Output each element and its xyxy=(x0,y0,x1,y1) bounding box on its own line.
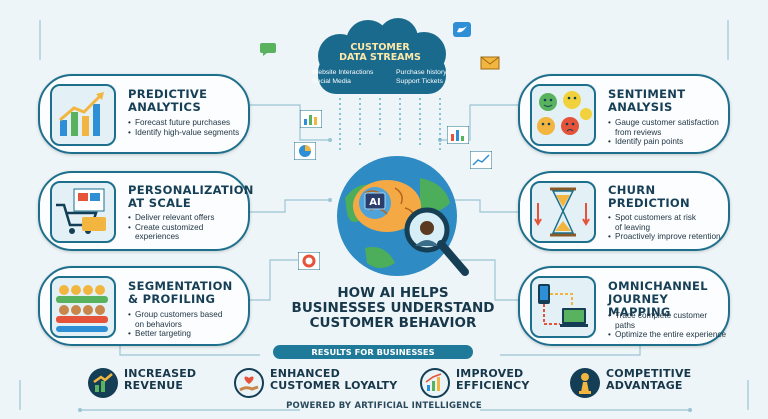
growth-arrow-icon xyxy=(88,368,118,398)
segmentation-title-line2: & PROFILING xyxy=(128,292,216,306)
predictive-title-line1: PREDICTIVE xyxy=(128,87,208,101)
headline-line1: HOW AI HELPS xyxy=(337,285,449,301)
omnichannel-title-line1: OMNICHANNEL xyxy=(608,279,708,293)
segmentation-bullet-1: Group customers based xyxy=(128,310,222,320)
cloud-title-line1: CUSTOMER xyxy=(350,42,410,53)
segmentation-bullet-2: Better targeting xyxy=(128,329,222,339)
shopping-cart-icon xyxy=(50,181,116,243)
main-headline: HOW AI HELPS BUSINESSES UNDERSTAND CUSTO… xyxy=(278,286,508,331)
rising-chart-icon xyxy=(50,84,116,146)
chat-bubble-icon xyxy=(260,43,276,56)
cloud-item-website: Website Interactions xyxy=(312,69,374,76)
churn-title-line2: PREDICTION xyxy=(608,196,690,210)
personalization-bullet-2-cont: experiences xyxy=(135,232,180,242)
cloud-item-purchase: Purchase history xyxy=(396,69,447,76)
card-personalization: PERSONALIZATION AT SCALE Deliver relevan… xyxy=(38,171,253,251)
sentiment-title-line2: ANALYSIS xyxy=(608,100,673,114)
people-groups-icon xyxy=(50,276,116,338)
predictive-bullet-1: Forecast future purchases xyxy=(128,118,239,128)
cloud-item-social: Social Media xyxy=(312,78,351,85)
omnichannel-bullet-2: Optimize the entire experience xyxy=(608,330,728,340)
devices-path-icon xyxy=(530,276,596,338)
customer-data-cloud xyxy=(318,18,446,94)
sentiment-bullet-1-cont: from reviews xyxy=(615,127,662,137)
emoji-faces-icon xyxy=(530,84,596,146)
cloud-item-support: Support Tickets xyxy=(396,78,443,85)
card-churn-prediction: CHURN PREDICTION Spot customers at risk … xyxy=(518,171,730,251)
churn-bullet-1-cont: of leaving xyxy=(615,222,651,232)
personalization-bullet-2: Create customized xyxy=(128,223,214,233)
card-predictive-analytics: PREDICTIVE ANALYTICS Forecast future pur… xyxy=(38,74,250,154)
personalization-title-line1: PERSONALIZATION xyxy=(128,183,254,197)
sentiment-title-line1: SENTIMENT xyxy=(608,87,686,101)
card-omnichannel: OMNICHANNEL JOURNEY MAPPING Trace comple… xyxy=(518,266,730,346)
magnifier-icon xyxy=(404,207,469,276)
result-4-line1: COMPETITIVE xyxy=(606,367,692,380)
headline-line3: CUSTOMER BEHAVIOR xyxy=(309,315,477,331)
cloud-title-line2: DATA STREAMS xyxy=(339,52,421,63)
mini-donut-icon xyxy=(298,252,320,270)
card-sentiment-analysis: SENTIMENT ANALYSIS Gauge customer satisf… xyxy=(518,74,730,154)
churn-bullet-1: Spot customers at risk xyxy=(608,213,721,223)
sentiment-bullet-1: Gauge customer satisfaction xyxy=(608,118,719,128)
segmentation-title-line1: SEGMENTATION xyxy=(128,279,233,293)
hourglass-icon xyxy=(530,181,596,243)
churn-bullet-2: Proactively improve retention xyxy=(608,232,721,242)
segmentation-bullet-1-cont: on behaviors xyxy=(135,319,182,329)
predictive-bullet-2: Identify high-value segments xyxy=(128,128,239,138)
result-3-line2: EFFICIENCY xyxy=(456,379,530,392)
email-icon xyxy=(480,56,500,70)
mini-graph-icon xyxy=(470,151,492,169)
mini-chart-icon xyxy=(300,110,322,128)
result-2-line1: ENHANCED xyxy=(270,367,340,380)
heart-hand-icon xyxy=(234,368,264,398)
result-3-line1: IMPROVED xyxy=(456,367,524,380)
ai-chip-label: AI xyxy=(369,197,380,208)
result-1-line2: REVENUE xyxy=(124,379,184,392)
personalization-bullet-1: Deliver relevant offers xyxy=(128,213,214,223)
bird-icon xyxy=(453,22,471,37)
churn-title-line1: CHURN xyxy=(608,183,656,197)
result-2-line2: CUSTOMER LOYALTY xyxy=(270,379,398,392)
result-4-line2: ADVANTAGE xyxy=(606,379,683,392)
results-banner: RESULTS FOR BUSINESSES xyxy=(273,345,473,359)
result-1-line1: INCREASED xyxy=(124,367,197,380)
sentiment-bullet-2: Identify pain points xyxy=(608,137,719,147)
headline-line2: BUSINESSES UNDERSTAND xyxy=(291,300,495,316)
mini-bars-icon xyxy=(447,126,469,144)
pie-chart-icon xyxy=(294,142,316,160)
chess-pawn-icon xyxy=(570,368,600,398)
card-segmentation: SEGMENTATION & PROFILING Group customers… xyxy=(38,266,250,346)
ai-globe-illustration: AI xyxy=(337,156,469,276)
bar-chart-icon xyxy=(420,368,450,398)
personalization-title-line2: AT SCALE xyxy=(128,196,192,210)
powered-by-footer: POWERED BY ARTIFICIAL INTELLIGENCE xyxy=(286,401,482,411)
omnichannel-bullet-1: Trace complete customer paths xyxy=(608,311,728,330)
predictive-title-line2: ANALYTICS xyxy=(128,100,202,114)
